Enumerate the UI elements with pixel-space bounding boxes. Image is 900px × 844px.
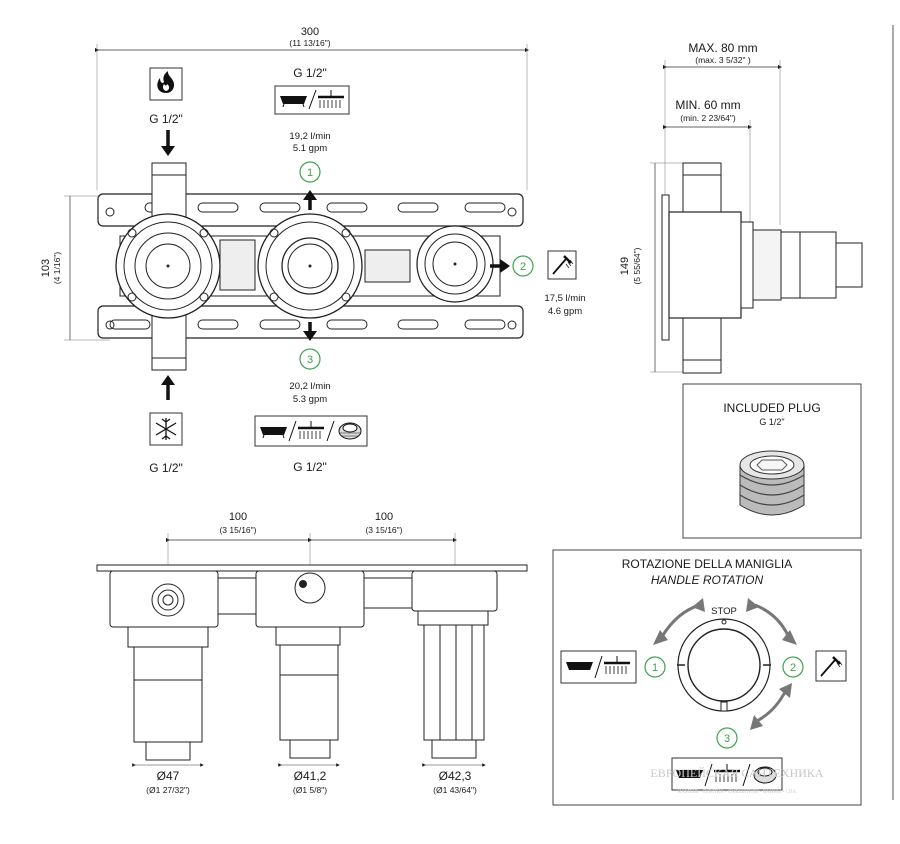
spacing-2-inch: (3 15/16") (365, 525, 402, 535)
plug-icon (338, 422, 362, 440)
front-view-drawing (96, 533, 528, 767)
rotation-title: ROTAZIONE DELLA MANIGLIA (622, 557, 792, 571)
rotation-pos-2: 2 (790, 662, 796, 674)
spacing-1-inch: (3 15/16") (219, 525, 256, 535)
plug-icon (753, 766, 777, 784)
shower-head-icon (604, 656, 630, 674)
flame-icon (149, 67, 183, 101)
outlet-3-flow-gpm: 5.3 gpm (293, 394, 327, 405)
diameter-3-inch: (Ø1 43/64") (433, 785, 477, 795)
watermark-subtitle: КАМЕНЬ • ПЛИТКА • СМЕСИТЕЛИ • ВАННЫ • СП… (678, 790, 797, 795)
side-view-drawing (650, 60, 863, 374)
shower-head-icon (714, 764, 740, 782)
outlet-1-number: 1 (307, 167, 313, 179)
outlet-3-flow-lmin: 20,2 l/min (289, 381, 330, 392)
width-dimension: 300 (301, 26, 319, 38)
handle-dial (677, 618, 771, 712)
top-view-drawing: 300 (11 13/16") 103 (4 1/16") (40, 26, 530, 400)
diameter-2: Ø41,2 (294, 769, 327, 783)
rotation-pos-3: 3 (724, 733, 730, 745)
side-height-dimension: 149 (619, 257, 631, 275)
outlet-3-number: 3 (307, 354, 313, 366)
hot-inlet-thread: G 1/2" (149, 112, 183, 126)
bathtub-icon (676, 770, 703, 778)
side-height-inch: (5 55/64") (632, 247, 642, 284)
shower-head-icon (318, 90, 344, 108)
outlet-3-marker (299, 348, 321, 370)
diameter-2-inch: (Ø1 5/8") (293, 785, 327, 795)
included-plug-title: INCLUDED PLUG (723, 401, 820, 415)
diameter-1-inch: (Ø1 27/32") (146, 785, 190, 795)
spacing-2-dimension: 100 (375, 511, 393, 523)
width-dimension-inch: (11 13/16") (289, 38, 330, 48)
rotation-subtitle: HANDLE ROTATION (651, 573, 764, 587)
included-plug-thread: G 1/2" (759, 417, 784, 427)
height-dimension: 103 (40, 259, 52, 277)
rotation-pos-3-marker (716, 727, 738, 749)
rotation-pos-1: 1 (652, 662, 658, 674)
shower-head-icon (298, 421, 324, 439)
outlet-1-marker (299, 161, 321, 183)
cold-inlet-thread: G 1/2" (149, 461, 183, 475)
outlet-2-flow-gpm: 4.6 gpm (548, 306, 582, 317)
outlet-1-flow-gpm: 5.1 gpm (293, 143, 327, 154)
min-depth-label: MIN. 60 mm (675, 98, 740, 112)
bathtub-icon (280, 96, 307, 108)
outlet-1-icons (274, 85, 350, 115)
outlet-1-thread: G 1/2" (293, 66, 327, 80)
bathtub-icon (260, 427, 287, 439)
outlet-1-flow-lmin: 19,2 l/min (289, 131, 330, 142)
diameter-3: Ø42,3 (439, 769, 472, 783)
outlet-3-icons (254, 415, 368, 447)
hand-shower-icon (547, 250, 577, 280)
outlet-2-marker (512, 255, 534, 277)
rotation-pos-2-marker (782, 656, 804, 678)
hand-shower-icon (815, 650, 847, 682)
min-depth-inch: (min. 2 23/64") (680, 113, 736, 123)
rotation-pos-3-icons (671, 757, 783, 791)
bathtub-icon (566, 662, 593, 670)
rotation-pos-1-icons (560, 650, 637, 684)
plug-illustration (739, 450, 805, 516)
outlet-2-flow-lmin: 17,5 l/min (544, 293, 585, 304)
snowflake-icon (149, 412, 183, 446)
height-dimension-inch: (4 1/16") (52, 252, 62, 284)
spacing-1-dimension: 100 (229, 511, 247, 523)
max-depth-label: MAX. 80 mm (688, 41, 757, 55)
stop-label: STOP (711, 606, 737, 617)
diameter-1: Ø47 (157, 769, 180, 783)
rotation-pos-1-marker (644, 656, 666, 678)
max-depth-inch: (max. 3 5/32" ) (695, 55, 751, 65)
outlet-2-number: 2 (520, 261, 526, 273)
outlet-3-thread: G 1/2" (293, 460, 327, 474)
watermark-title: ЕВРОПЕЙСКАЯ САНТЕХНИКА (650, 766, 824, 780)
